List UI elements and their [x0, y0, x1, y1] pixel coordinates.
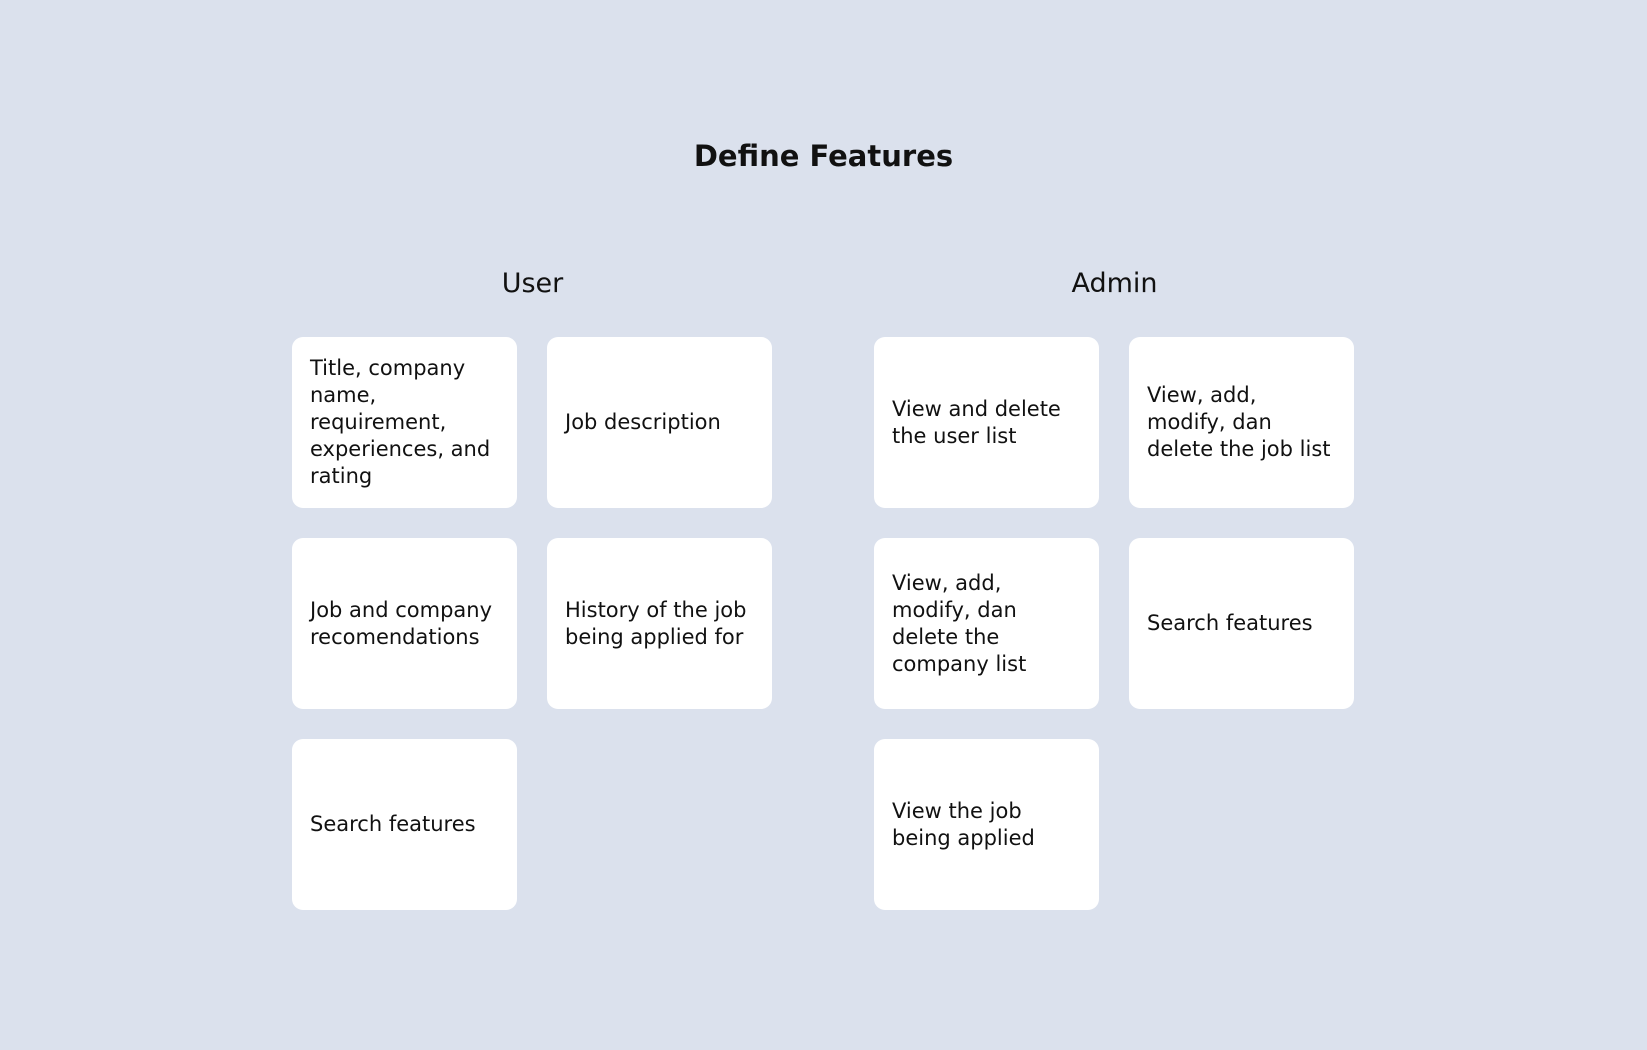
card-text: Search features: [1147, 611, 1313, 635]
admin-feature-card-company-list: View, add, modify, dan delete the compan…: [874, 538, 1099, 709]
admin-feature-card-user-list: View and delete the user list: [874, 337, 1099, 508]
user-feature-card-job-description: Job description: [547, 337, 772, 508]
card-text: Job description: [565, 410, 721, 434]
user-feature-card-recommendations: Job and company recomendations: [292, 538, 517, 709]
user-feature-card-search: Search features: [292, 739, 517, 910]
admin-column-heading: Admin: [1071, 268, 1158, 299]
user-column-heading: User: [501, 268, 564, 299]
admin-feature-card-applied-jobs: View the job being applied: [874, 739, 1099, 910]
card-text: Title, company name, requirement, experi…: [310, 356, 491, 488]
card-text: View and delete the user list: [892, 396, 1061, 448]
admin-feature-card-job-list: View, add, modify, dan delete the job li…: [1129, 337, 1354, 508]
admin-feature-card-search: Search features: [1129, 538, 1354, 709]
page-title: Define Features: [693, 139, 954, 173]
user-feature-card-application-history: History of the job being applied for: [547, 538, 772, 709]
card-text: View the job being applied: [892, 798, 1035, 850]
card-text: View, add, modify, dan delete the job li…: [1147, 383, 1331, 461]
card-text: Job and company recomendations: [310, 597, 493, 649]
card-text: Search features: [310, 812, 476, 836]
user-feature-card-job-listing: Title, company name, requirement, experi…: [292, 337, 517, 508]
card-text: View, add, modify, dan delete the compan…: [892, 570, 1027, 676]
card-text: History of the job being applied for: [565, 597, 747, 649]
